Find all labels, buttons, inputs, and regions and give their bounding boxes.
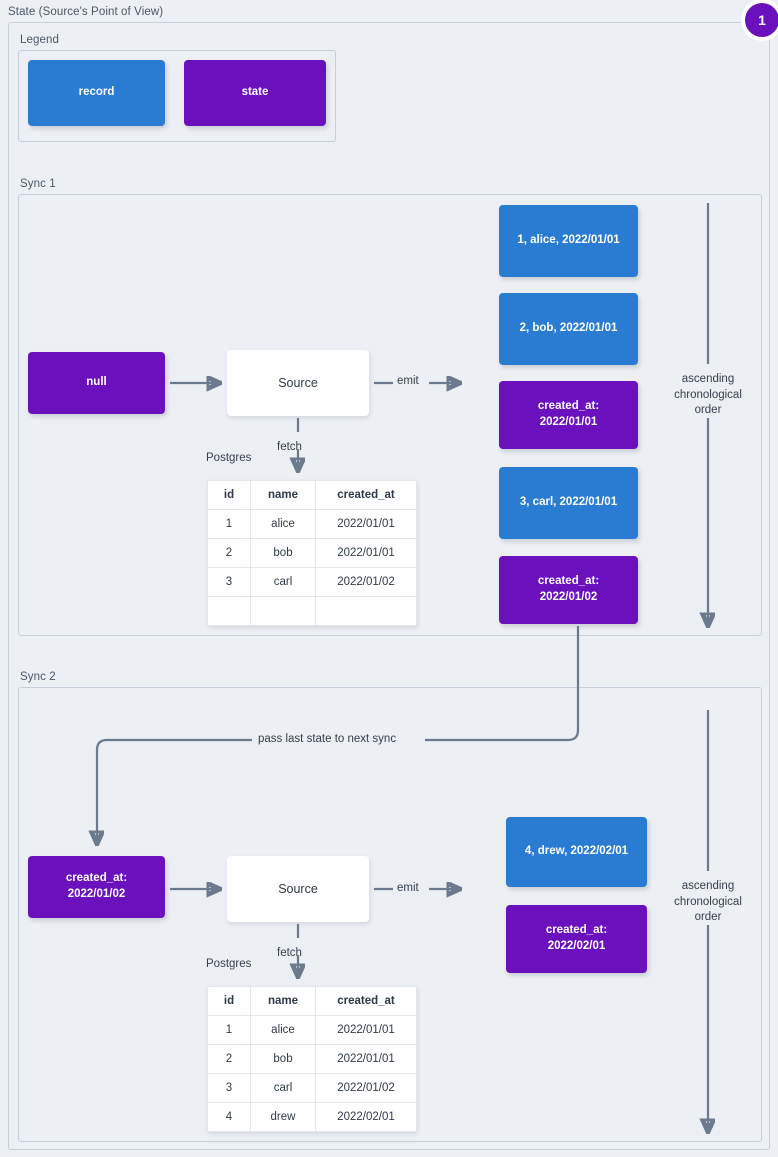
- sync1-order-label: ascending chronological order: [674, 373, 742, 417]
- cell-created-at: 2022/01/01: [315, 509, 417, 539]
- page-title: State (Source's Point of View): [8, 6, 164, 18]
- sync1-db-label: Postgres: [206, 452, 252, 464]
- cell-name: bob: [250, 538, 316, 568]
- cell-name: drew: [250, 1102, 316, 1132]
- cell-created-at: 2022/01/01: [315, 1044, 417, 1074]
- cell-id: 4: [207, 1102, 251, 1132]
- col-created-at: created_at: [315, 986, 417, 1016]
- sync1-postgres-table: id name created_at 1 alice 2022/01/01 2 …: [207, 480, 417, 626]
- legend-item-state: state: [184, 60, 326, 126]
- step-badge: 1: [745, 3, 778, 37]
- sync2-emitted-0: 4, drew, 2022/02/01: [506, 817, 647, 887]
- sync1-fetch-label: fetch: [277, 441, 302, 453]
- table-row: 4 drew 2022/02/01: [207, 1102, 417, 1132]
- sync1-state-input: null: [28, 352, 165, 414]
- sync2-order-label: ascending chronological order: [674, 880, 742, 924]
- sync1-emit-label: emit: [397, 375, 419, 387]
- cell-id: 2: [207, 538, 251, 568]
- cell-created-at: [315, 596, 417, 626]
- sync2-db-label: Postgres: [206, 958, 252, 970]
- sync1-emitted-2: created_at: 2022/01/01: [499, 381, 638, 449]
- sync2-title: Sync 2: [20, 671, 56, 683]
- cell-id: 1: [207, 509, 251, 539]
- pass-state-connector-label: pass last state to next sync: [258, 733, 397, 745]
- cell-name: alice: [250, 1015, 316, 1045]
- sync1-emitted-4: created_at: 2022/01/02: [499, 556, 638, 624]
- cell-name: carl: [250, 1073, 316, 1103]
- sync2-state-input: created_at: 2022/01/02: [28, 856, 165, 918]
- cell-created-at: 2022/01/02: [315, 567, 417, 597]
- cell-name: alice: [250, 509, 316, 539]
- sync1-title: Sync 1: [20, 178, 56, 190]
- sync2-emitted-1: created_at: 2022/02/01: [506, 905, 647, 973]
- cell-created-at: 2022/01/01: [315, 538, 417, 568]
- col-id: id: [207, 986, 251, 1016]
- table-row: 1 alice 2022/01/01: [207, 1015, 417, 1045]
- legend-title: Legend: [20, 34, 59, 46]
- sync2-postgres-table: id name created_at 1 alice 2022/01/01 2 …: [207, 986, 417, 1132]
- cell-created-at: 2022/01/01: [315, 1015, 417, 1045]
- table-row: 3 carl 2022/01/02: [207, 1073, 417, 1103]
- sync1-source-node: Source: [227, 350, 369, 416]
- sync1-emitted-0: 1, alice, 2022/01/01: [499, 205, 638, 277]
- table-row: 2 bob 2022/01/01: [207, 1044, 417, 1074]
- cell-name: [250, 596, 316, 626]
- table-row: [207, 596, 417, 626]
- cell-id: 1: [207, 1015, 251, 1045]
- cell-created-at: 2022/02/01: [315, 1102, 417, 1132]
- col-name: name: [250, 480, 316, 510]
- legend-item-record: record: [28, 60, 165, 126]
- table-header-row: id name created_at: [207, 986, 417, 1016]
- table-row: 2 bob 2022/01/01: [207, 538, 417, 568]
- cell-created-at: 2022/01/02: [315, 1073, 417, 1103]
- sync1-emitted-3: 3, carl, 2022/01/01: [499, 467, 638, 539]
- table-row: 1 alice 2022/01/01: [207, 509, 417, 539]
- cell-name: bob: [250, 1044, 316, 1074]
- cell-id: 3: [207, 1073, 251, 1103]
- col-id: id: [207, 480, 251, 510]
- cell-name: carl: [250, 567, 316, 597]
- table-row: 3 carl 2022/01/02: [207, 567, 417, 597]
- sync2-fetch-label: fetch: [277, 947, 302, 959]
- cell-id: [207, 596, 251, 626]
- table-header-row: id name created_at: [207, 480, 417, 510]
- sync1-emitted-1: 2, bob, 2022/01/01: [499, 293, 638, 365]
- cell-id: 3: [207, 567, 251, 597]
- cell-id: 2: [207, 1044, 251, 1074]
- sync2-emit-label: emit: [397, 882, 419, 894]
- col-name: name: [250, 986, 316, 1016]
- sync2-source-node: Source: [227, 856, 369, 922]
- col-created-at: created_at: [315, 480, 417, 510]
- sync1-group: [18, 194, 762, 636]
